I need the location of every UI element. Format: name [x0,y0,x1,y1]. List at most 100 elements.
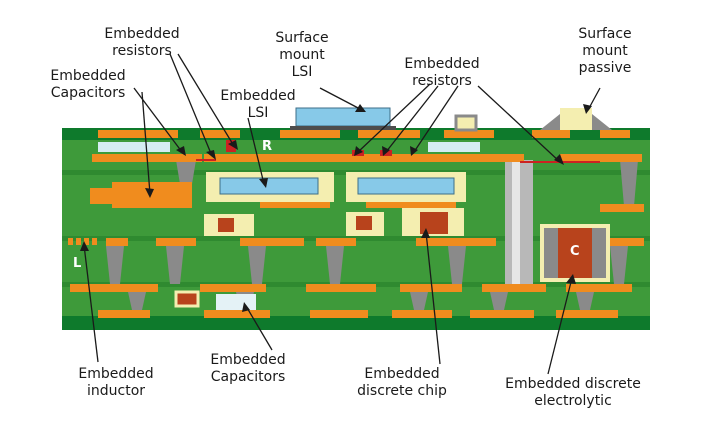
arrowhead [354,146,363,156]
embedded-capacitor-plate [90,182,192,204]
copper-pad [470,310,534,318]
leader-line [245,305,273,351]
label-line: Surface [578,26,632,42]
via [448,246,466,284]
label-line: mount [279,47,325,63]
copper-pad [280,130,340,138]
label-embedded-capacitors-top: Embedded Capacitors [38,68,138,102]
arrowhead [382,146,390,156]
copper-trace [560,154,642,162]
arrowhead [554,154,564,165]
label-line: discrete chip [357,383,447,399]
label-embedded-resistors-right: Embedded resistors [392,56,492,90]
copper-trace [416,238,496,246]
copper-trace [482,284,546,292]
copper-trace [204,154,524,162]
bottom-solder-mask [62,316,650,330]
inductor-letter: L [73,256,82,271]
arrowhead [410,146,418,156]
embedded-capacitor-dielectric-bottom [216,294,256,310]
via [576,292,594,310]
arrowhead [176,146,186,156]
leader-line [141,91,151,195]
surface-mount-part [454,114,478,132]
copper-trace [70,284,158,292]
copper-trace [600,204,644,212]
inductor-turn [68,238,73,245]
embedded-discrete-chip [420,212,448,234]
arrowhead [566,274,576,284]
label-embedded-discrete-electrolytic: Embedded discrete electrolytic [488,376,658,410]
surface-mount-passive-body [560,108,592,130]
label-line: Embedded [220,88,296,104]
label-line: Embedded [210,352,286,368]
embedded-inductor [68,238,97,245]
label-line: LSI [291,64,313,80]
leader-line [547,277,573,375]
leader-line [413,85,459,153]
leader-line [477,85,561,163]
arrowhead [259,178,268,188]
label-embedded-resistors-top: Embedded resistors [92,26,192,60]
via [128,292,146,310]
label-line: mount [582,43,628,59]
capacitor-letter: C [570,244,580,259]
copper-trace [106,238,128,246]
label-surface-mount-lsi: Surface mount LSI [262,30,342,81]
embedded-electrolytic-terminal [592,228,606,278]
through-hole-highlight [512,160,520,284]
inductor-turn [76,238,81,245]
leader-line [177,53,235,147]
copper-pad [98,310,150,318]
copper-pad [204,310,270,318]
copper-pad [358,130,420,138]
via [410,292,428,310]
via [490,292,508,310]
copper-trace [400,284,462,292]
copper-trace [260,200,330,208]
leader-line [319,87,363,111]
surface-mount-passive-lead [540,114,560,130]
label-line: inductor [86,383,146,399]
arrowhead [242,302,250,312]
embedded-discrete-chip [356,216,372,230]
via [248,246,266,284]
copper-pad [444,130,494,138]
copper-trace [598,238,644,246]
embedded-chip-bottom [174,290,200,308]
inductor-turn [84,238,89,245]
via [610,246,628,284]
copper-trace [112,200,192,208]
copper-trace [306,284,376,292]
inductor-turn [92,238,97,245]
copper-trace [566,284,632,292]
embedded-lsi-die [219,177,319,195]
copper-trace [240,238,304,246]
label-line: Embedded [104,26,180,42]
arrowhead [80,241,89,251]
label-line: LSI [247,105,269,121]
embedded-electrolytic-terminal [544,228,558,278]
arrowhead [421,228,430,238]
copper-trace [366,200,456,208]
surface-mount-passive-lead [592,114,612,130]
via [326,246,344,284]
surface-mount-lsi-base [290,126,396,130]
label-line: resistors [112,43,172,59]
leader-lines [83,53,601,375]
arrowhead [145,188,154,198]
leader-line [169,53,213,157]
label-embedded-discrete-chip: Embedded discrete chip [342,366,462,400]
leader-line [83,244,99,363]
arrowhead [355,104,366,112]
label-surface-mount-passive: Surface mount passive [560,26,650,77]
via [620,160,638,206]
embedded-resistor [226,140,236,152]
copper-pad [532,130,570,138]
leader-line [357,83,431,153]
embedded-discrete-chip [218,218,234,232]
label-line: Embedded [50,68,126,84]
label-embedded-capacitors-bottom: Embedded Capacitors [198,352,298,386]
label-line: Capacitors [210,369,286,385]
